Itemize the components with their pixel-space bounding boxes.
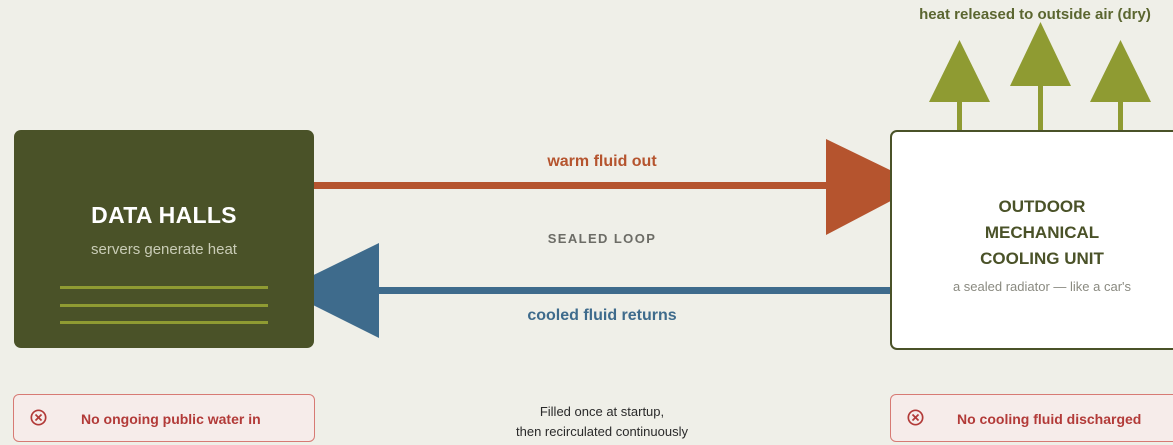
server-rack-line bbox=[60, 304, 268, 307]
badge-text: No cooling fluid discharged bbox=[957, 411, 1142, 427]
cooling-unit-subtitle: a sealed radiator — like a car's bbox=[952, 279, 1132, 294]
data-halls-subtitle: servers generate heat bbox=[91, 241, 237, 258]
cooling-unit-box: OUTDOOR MECHANICAL COOLING UNIT a sealed… bbox=[890, 130, 1173, 350]
warm-fluid-label: warm fluid out bbox=[547, 153, 657, 170]
cooling-unit-title: OUTDOOR MECHANICAL COOLING UNIT bbox=[892, 194, 1173, 272]
server-rack-line bbox=[60, 321, 268, 324]
sealed-loop-label: SEALED LOOP bbox=[547, 231, 657, 246]
fill-note-line: Filled once at startup, bbox=[539, 404, 665, 419]
cooling-unit-title-line: COOLING UNIT bbox=[980, 249, 1104, 268]
tree-icon bbox=[1010, 22, 1071, 130]
tree-icon bbox=[929, 40, 990, 130]
no-fluid-discharge-badge: No cooling fluid discharged bbox=[890, 394, 1173, 442]
warm-flow-line bbox=[314, 182, 834, 189]
warm-flow-arrowhead bbox=[826, 139, 921, 235]
warning-circle-x-icon bbox=[907, 409, 924, 426]
fill-note-line: then recirculated continuously bbox=[516, 424, 688, 439]
heat-release-label: heat released to outside air (dry) bbox=[919, 6, 1151, 23]
cooled-flow-line bbox=[372, 287, 892, 294]
no-public-water-badge: No ongoing public water in bbox=[13, 394, 315, 442]
fill-note: Filled once at startup, then recirculate… bbox=[452, 402, 752, 442]
cooling-unit-title-line: OUTDOOR bbox=[998, 197, 1086, 216]
data-halls-box: DATA HALLS servers generate heat bbox=[14, 130, 314, 348]
cooled-flow-arrowhead bbox=[283, 243, 379, 338]
cooled-fluid-label: cooled fluid returns bbox=[527, 307, 677, 324]
badge-text: No ongoing public water in bbox=[81, 411, 261, 427]
data-halls-title: DATA HALLS bbox=[91, 202, 237, 228]
server-rack-line bbox=[60, 286, 268, 289]
cooling-unit-title-line: MECHANICAL bbox=[984, 223, 1100, 242]
warning-circle-x-icon bbox=[30, 409, 47, 426]
tree-icon bbox=[1090, 40, 1151, 130]
